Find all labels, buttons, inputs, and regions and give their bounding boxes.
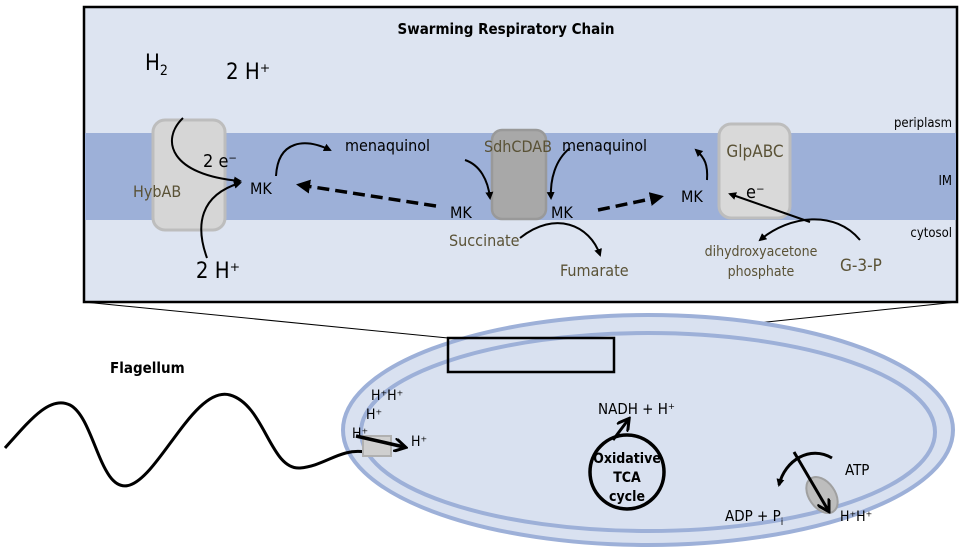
periplasm-label: periplasm bbox=[894, 116, 952, 131]
h-low-label: H⁺ bbox=[352, 426, 368, 442]
sdhcdab-label: SdhCDAB bbox=[484, 137, 552, 156]
h2-oxidation-arrow bbox=[171, 117, 242, 185]
fumarate-label: Fumarate bbox=[560, 261, 629, 280]
tca-cycle-circle bbox=[588, 433, 666, 511]
cytosol-label: cytosol bbox=[910, 226, 952, 241]
h-mid-label: H⁺ bbox=[366, 407, 382, 423]
respiratory-chain-panel: Swarming Respiratory Chain H2 2 H⁺ perip… bbox=[82, 5, 959, 304]
g3p-electron-arrow bbox=[728, 192, 811, 223]
menaquinol-label-1: menaquinol bbox=[345, 136, 430, 155]
zoom-region-box bbox=[446, 336, 616, 374]
tca-label-line2: TCA bbox=[613, 470, 641, 486]
nadh-label: NADH + H⁺ bbox=[598, 400, 675, 418]
top-protons-label: 2 H⁺ bbox=[226, 60, 270, 85]
menaquinol-to-mk-arrow-left bbox=[464, 159, 494, 200]
flagellum bbox=[3, 392, 366, 488]
tca-output-arrow bbox=[611, 420, 628, 441]
hybab-protein bbox=[151, 118, 227, 232]
inner-membrane bbox=[359, 331, 937, 533]
mk-to-menaquinol-arrow-right bbox=[694, 148, 709, 181]
two-electrons-label: 2 e⁻ bbox=[203, 151, 237, 172]
glpabc-protein bbox=[717, 122, 792, 220]
im-label: IM bbox=[938, 174, 952, 189]
g3p-to-dhap-arrow bbox=[758, 218, 861, 242]
adp-label: ADP + Pi bbox=[725, 507, 783, 528]
bacterial-cell: Flagellum H⁺H⁺ H⁺ H⁺ H⁺ NADH + H⁺ Oxidat… bbox=[3, 313, 955, 547]
mk-label-1: MK bbox=[250, 179, 272, 198]
atp-label: ATP bbox=[845, 461, 869, 479]
motor-proton-arrow bbox=[355, 434, 404, 447]
mk-label-4: MK bbox=[681, 187, 703, 206]
menaquinol-to-mk-arrow-right bbox=[546, 147, 571, 200]
succinate-fumarate-arrow bbox=[519, 222, 602, 257]
dashed-arrow-left bbox=[296, 179, 437, 208]
bottom-protons-label: 2 H⁺ bbox=[196, 259, 240, 284]
adp-atp-arrow bbox=[776, 451, 833, 487]
panel-title: Swarming Respiratory Chain bbox=[398, 20, 615, 38]
succinate-label: Succinate bbox=[449, 231, 520, 250]
hh-top-label: H⁺H⁺ bbox=[371, 388, 403, 404]
hybab-label: HybAB bbox=[133, 182, 181, 201]
mk-label-2: MK bbox=[450, 203, 472, 222]
tca-label-line1: Oxidative bbox=[593, 451, 661, 467]
tca-label-line3: cycle bbox=[609, 489, 645, 505]
dhap-label-line2: phosphate bbox=[728, 264, 795, 280]
dhap-label-line1: dihydroxyacetone bbox=[705, 244, 818, 260]
proton-arrow bbox=[200, 180, 242, 259]
dashed-arrow-right bbox=[597, 192, 664, 212]
zoom-line-left bbox=[83, 301, 449, 339]
glpabc-label: GlpABC bbox=[726, 142, 783, 162]
mk-to-menaquinol-arrow bbox=[275, 142, 332, 177]
g3p-label: G-3-P bbox=[840, 256, 882, 276]
flagellum-label: Flagellum bbox=[110, 359, 185, 377]
menaquinol-label-2: menaquinol bbox=[562, 136, 647, 155]
h-inside-label: H⁺ bbox=[411, 434, 427, 450]
electron-label: e⁻ bbox=[746, 182, 765, 203]
mk-label-3: MK bbox=[551, 203, 573, 222]
sdhcdab-protein bbox=[490, 128, 548, 221]
hh-bottom-label: H⁺H⁺ bbox=[840, 509, 872, 525]
atp-synthase-proton-arrow bbox=[792, 451, 828, 510]
